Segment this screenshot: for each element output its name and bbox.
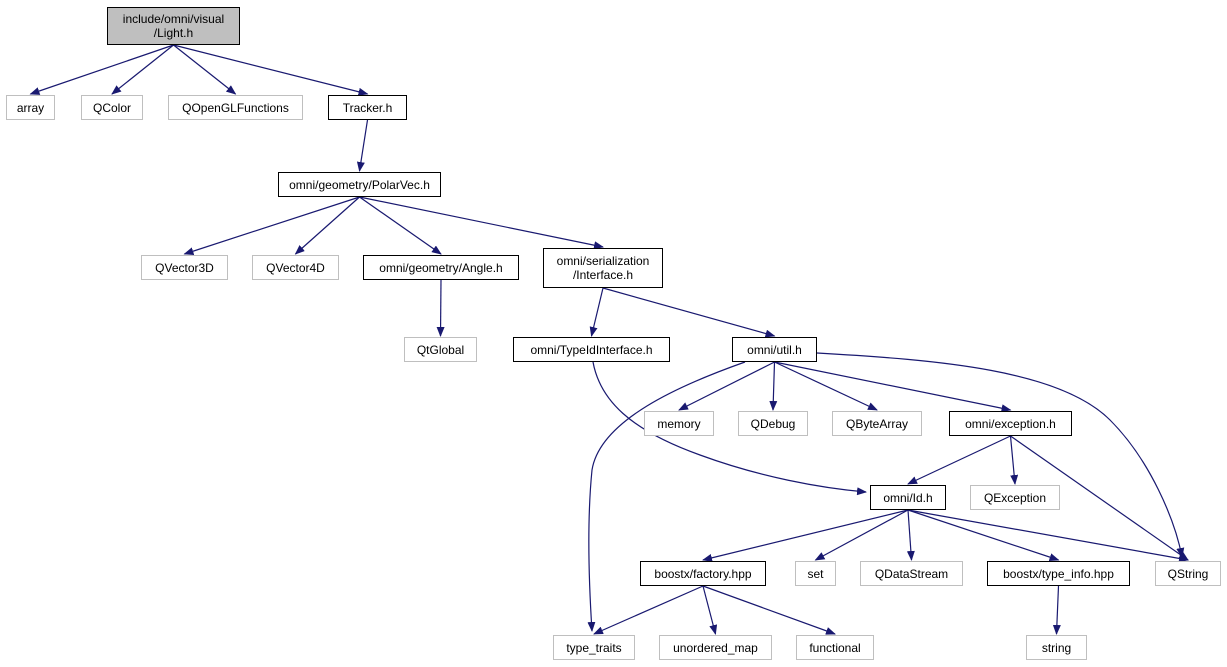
edge-polarvec-serial [359,196,604,250]
node-qstring: QString [1155,561,1221,586]
node-set: set [795,561,836,586]
node-label: QByteArray [845,416,908,431]
node-serial[interactable]: omni/serialization /Interface.h [543,248,663,288]
node-qdebug: QDebug [738,411,808,436]
node-label: array [16,100,45,115]
edge-idh-factory [702,509,909,562]
node-label: include/omni/visual /Light.h [122,12,225,40]
node-typetraits: type_traits [553,635,635,660]
node-label: Tracker.h [342,100,393,115]
edge-idh-typeinfo [907,509,1060,561]
node-typeinfo[interactable]: boostx/type_info.hpp [987,561,1130,586]
node-qtglobal: QtGlobal [404,337,477,362]
node-label: set [807,566,824,581]
node-label: QColor [92,100,131,115]
node-label: boostx/factory.hpp [654,566,752,581]
node-functional: functional [796,635,874,660]
node-label: QVector3D [155,260,214,275]
node-label: QDataStream [874,566,949,581]
node-label: string [1041,640,1072,655]
edge-light-qcolor [111,44,174,95]
node-label: omni/geometry/Angle.h [379,260,503,275]
edge-serial-util [602,287,776,338]
node-label: QVector4D [266,260,325,275]
node-qvector3d: QVector3D [141,255,228,280]
node-unordered: unordered_map [659,635,772,660]
edge-util-qbytearray [774,361,878,411]
node-light[interactable]: include/omni/visual /Light.h [107,7,240,45]
edge-factory-functional [702,585,836,635]
edge-light-array [29,44,174,95]
node-factory[interactable]: boostx/factory.hpp [640,561,766,586]
node-tracker[interactable]: Tracker.h [328,95,407,120]
edge-util-exception [774,361,1012,413]
node-label: QString [1167,566,1209,581]
edge-util-qdebug [769,361,778,411]
edge-typeid-idh [592,361,867,496]
edge-exception-qexception [1009,435,1019,485]
node-label: type_traits [566,640,622,655]
node-string: string [1026,635,1087,660]
node-label: QDebug [750,416,796,431]
node-label: functional [809,640,861,655]
edge-util-memory [678,361,775,411]
node-label: boostx/type_info.hpp [1003,566,1114,581]
edge-idh-set [814,509,909,561]
node-qexception: QException [970,485,1060,510]
node-qvector4d: QVector4D [252,255,339,280]
edge-serial-typeid [589,287,604,337]
node-array: array [6,95,55,120]
node-label: omni/Id.h [883,490,933,505]
edge-util-qstring [816,352,1185,558]
node-label: unordered_map [673,640,758,655]
edge-polarvec-qvector3d [183,196,360,256]
edge-factory-unordered [702,585,718,635]
node-polarvec[interactable]: omni/geometry/PolarVec.h [278,172,441,197]
edge-tracker-polarvec [356,119,369,172]
edge-polarvec-angle [359,196,442,255]
node-label: omni/serialization /Interface.h [556,254,650,282]
edge-idh-qstring [907,509,1189,563]
edge-polarvec-qvector4d [294,196,360,255]
node-label: memory [657,416,701,431]
node-label: omni/util.h [747,342,802,357]
node-qopengl: QOpenGLFunctions [168,95,303,120]
node-qcolor: QColor [81,95,143,120]
node-util[interactable]: omni/util.h [732,337,817,362]
node-memory: memory [644,411,714,436]
node-label: QtGlobal [416,342,465,357]
node-qbytearray: QByteArray [832,411,922,436]
node-label: QException [983,490,1047,505]
node-label: omni/TypeIdInterface.h [530,342,653,357]
node-typeid[interactable]: omni/TypeIdInterface.h [513,337,670,362]
node-idh[interactable]: omni/Id.h [870,485,946,510]
edge-exception-qstring [1010,435,1189,561]
edge-factory-typetraits [593,585,704,635]
edge-angle-qtglobal [436,279,445,337]
edge-light-tracker [173,44,369,96]
edge-typeinfo-string [1052,585,1061,635]
node-exception[interactable]: omni/exception.h [949,411,1072,436]
node-label: omni/exception.h [965,416,1056,431]
node-label: QOpenGLFunctions [182,100,289,115]
edge-exception-idh [907,435,1011,485]
node-label: omni/geometry/PolarVec.h [289,177,430,192]
edge-idh-qdatastream [906,509,915,561]
edge-light-qopengl [173,44,237,95]
node-qdatastream: QDataStream [860,561,963,586]
edge-util-typetraits [587,361,746,632]
node-angle[interactable]: omni/geometry/Angle.h [363,255,519,280]
